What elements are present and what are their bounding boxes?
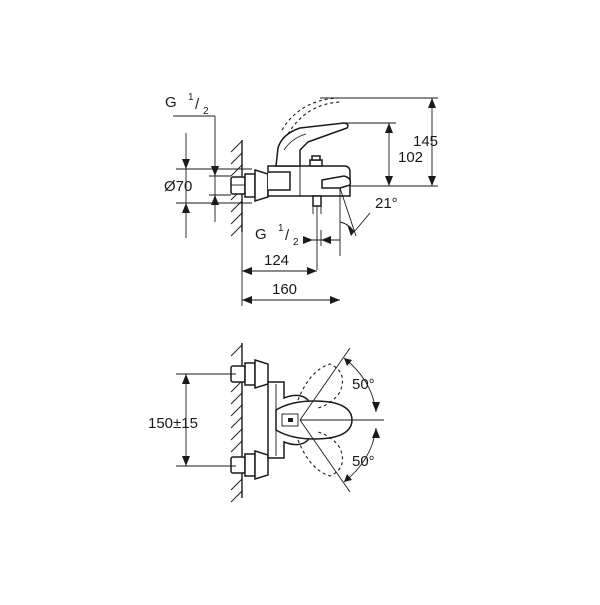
thread-top-label: G 1 / 2: [165, 92, 209, 117]
mixer-body: [267, 122, 352, 270]
angle-up-label: 50°: [352, 376, 375, 393]
angle-21-label: 21°: [375, 195, 398, 212]
side-view: G 1 / 2 Ø70 102 145: [164, 92, 438, 306]
handle-swing-down: [297, 431, 343, 477]
spacing-label: 150±15: [148, 415, 198, 432]
depth-124-label: 124: [264, 252, 289, 269]
lever-travel-dashed: [281, 97, 339, 131]
height-145-label: 145: [413, 133, 438, 150]
thread-bottom-sep: /: [285, 227, 290, 244]
depth-160-label: 160: [272, 281, 297, 298]
upper-connector: [230, 358, 269, 390]
thread-bottom-num: 1: [278, 223, 284, 234]
diameter-label: Ø70: [164, 178, 192, 195]
handle-swing-up: [297, 363, 343, 409]
wall-connector: [230, 168, 269, 203]
thread-top-den: 2: [203, 106, 209, 117]
thread-top-num: 1: [188, 92, 194, 103]
thread-top-sep: /: [195, 96, 200, 113]
height-102-label: 102: [398, 149, 423, 166]
front-view: 50° 50° 150±15: [148, 343, 384, 503]
thread-bottom-prefix: G: [255, 226, 267, 243]
lower-connector: [230, 449, 269, 481]
angle-down-label: 50°: [352, 453, 375, 470]
thread-top-prefix: G: [165, 94, 177, 111]
thread-bottom-den: 2: [293, 237, 299, 248]
thread-bottom-label: G 1 / 2: [255, 223, 299, 248]
